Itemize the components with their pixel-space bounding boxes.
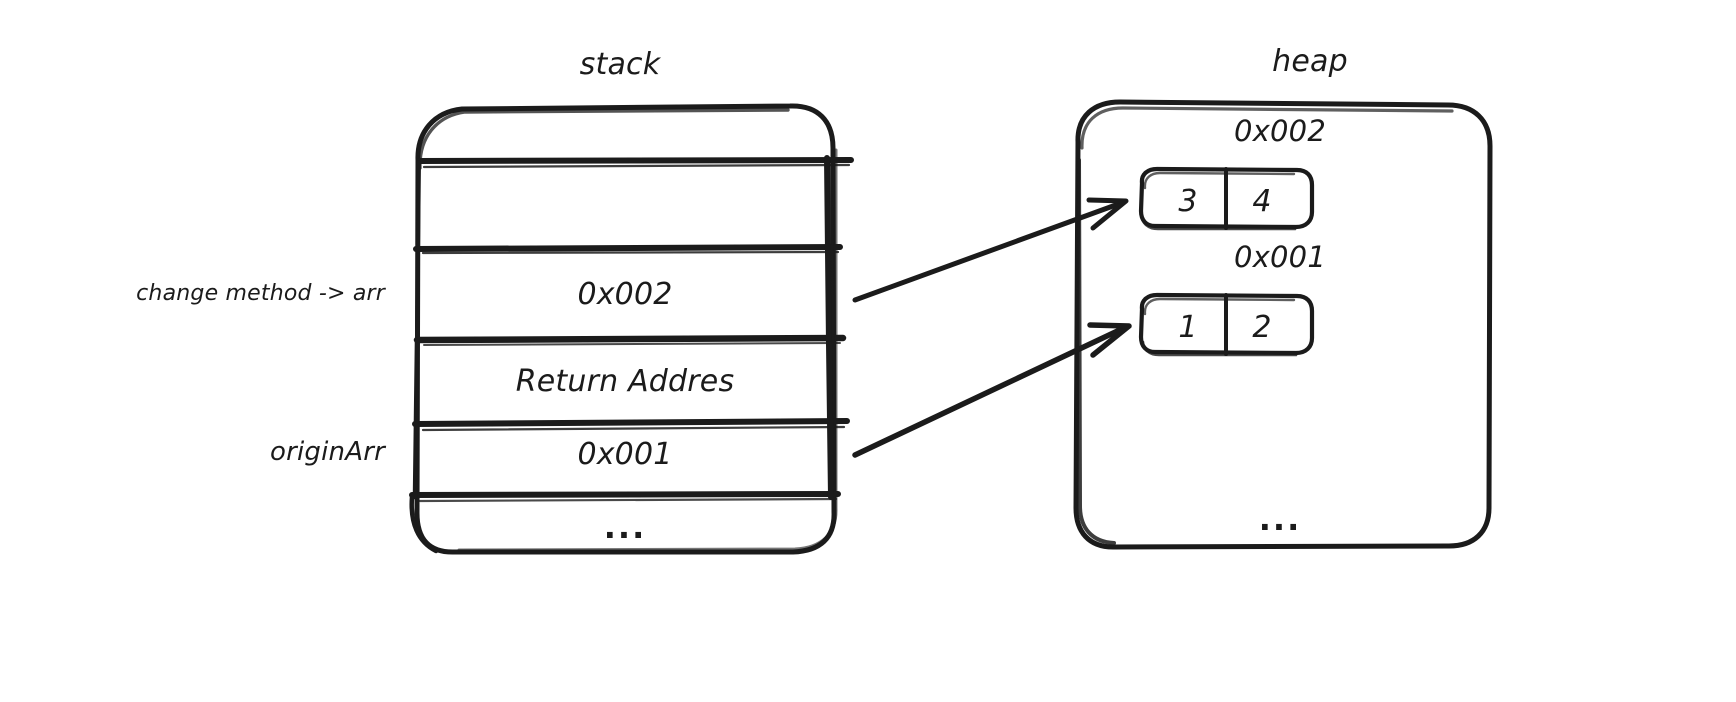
- stack-row-dividers: [409, 157, 854, 503]
- heap-box: [1073, 99, 1493, 550]
- heap-array-0x002: [1138, 166, 1315, 231]
- stack-right-edge: [824, 155, 835, 500]
- stack-left-edge: [409, 160, 439, 554]
- heap-array-0x001: [1138, 292, 1315, 357]
- stack-box: [414, 103, 838, 555]
- arrow-arr-to-0x002: [852, 197, 1129, 303]
- arrow-origin-to-0x001: [852, 322, 1132, 458]
